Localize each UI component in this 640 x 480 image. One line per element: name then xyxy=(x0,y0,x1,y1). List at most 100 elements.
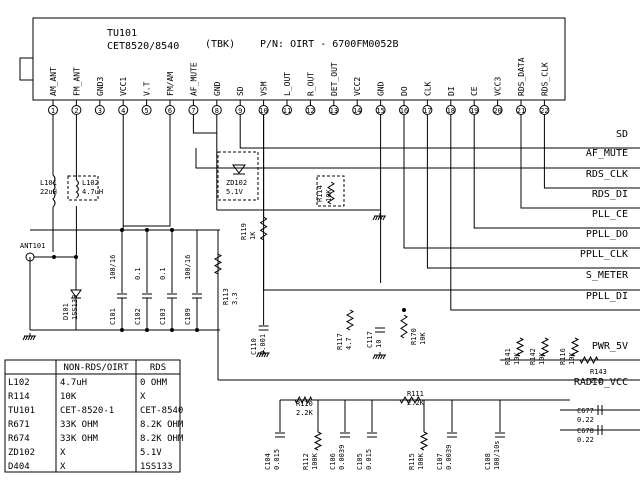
label-r170: 10K xyxy=(419,332,427,345)
pin-6-name: FM/AM xyxy=(166,72,175,96)
inductor-l101 xyxy=(52,174,56,208)
pin-14-number: 14 xyxy=(353,107,361,115)
signal-ppll-clk: PPLL_CLK xyxy=(580,249,628,260)
label-c104: 0.015 xyxy=(273,449,281,470)
junction-dot xyxy=(52,255,56,259)
l102-dashed-box xyxy=(67,175,99,201)
table-cell-rds: CET-8540 xyxy=(140,406,183,416)
ground-symbol xyxy=(263,352,267,358)
label-r117: 4.7 xyxy=(345,337,353,350)
table-cell-rds: 8.2K OHM xyxy=(140,420,184,430)
wire xyxy=(543,115,640,189)
pin-17-number: 17 xyxy=(423,107,431,115)
ground-symbol xyxy=(382,354,386,360)
label-c104: C104 xyxy=(264,453,272,470)
label-zd102: ZD102 xyxy=(226,179,247,187)
junction-dot xyxy=(170,328,174,332)
pin-15-number: 15 xyxy=(376,107,384,115)
label-c677: C677 xyxy=(577,407,594,415)
ground-symbol xyxy=(377,215,381,221)
pin-3-circle xyxy=(94,105,105,115)
table-cell-non-rds: 33K OHM xyxy=(60,420,99,430)
ground-symbol xyxy=(30,335,33,341)
resistor xyxy=(399,395,421,405)
ground-symbol xyxy=(261,352,265,358)
pin-8-circle xyxy=(211,105,222,115)
pin-17-circle xyxy=(422,105,433,115)
signal-ppll-di: PPLL_DI xyxy=(586,291,628,302)
label-l102: 4.7uH xyxy=(82,188,103,196)
pin-11-name: L_OUT xyxy=(283,72,292,96)
signal-rds-di: RDS_DI xyxy=(592,189,628,200)
wire xyxy=(192,115,217,134)
label-c108: 100/10s xyxy=(493,440,501,470)
label-l101: 22uH xyxy=(40,188,57,196)
pin-12-number: 12 xyxy=(306,107,314,115)
wire xyxy=(450,115,640,311)
table-cell-non-rds: X xyxy=(60,448,66,458)
signal-pll-ce: PLL_CE xyxy=(592,209,628,220)
label-c103: 0.1 xyxy=(159,267,167,280)
ground-symbol xyxy=(372,354,376,360)
pin-7-name: AF_MUTE xyxy=(189,62,198,96)
label-r115: R115 xyxy=(408,453,416,470)
ground-symbol xyxy=(266,352,270,358)
pin-5-name: V.T xyxy=(143,81,152,96)
pin-20-name: VCC3 xyxy=(494,77,503,96)
pin-15-circle xyxy=(375,105,386,115)
label-c106: 0.0039 xyxy=(338,445,346,470)
table-cell-part: D404 xyxy=(8,462,30,472)
pin-22-number: 22 xyxy=(540,107,548,115)
antenna-ant101-symbol xyxy=(25,252,35,262)
label-d101: D101 xyxy=(62,303,70,320)
ground-symbol xyxy=(380,215,383,221)
signal-radio-vcc: RADIO_VCC xyxy=(574,377,628,388)
pin-3-number: 3 xyxy=(98,107,102,115)
signal-sd: SD xyxy=(616,129,628,140)
pin-18-name: DI xyxy=(447,86,456,96)
r114-dashed-box xyxy=(316,175,345,207)
label-r110: R110 xyxy=(296,400,313,408)
table-header-rds: RDS xyxy=(150,363,166,373)
label-c105: C105 xyxy=(356,453,364,470)
pin-22-circle xyxy=(539,105,550,115)
resistor xyxy=(213,253,223,275)
ground-symbol xyxy=(380,354,383,360)
table-cell-non-rds: 4.7uH xyxy=(60,378,87,388)
table-cell-part: R674 xyxy=(8,434,30,444)
table-header-non-rds: NON-RDS/OIRT xyxy=(63,363,129,373)
pin-12-circle xyxy=(305,105,316,115)
pin-2-number: 2 xyxy=(74,107,78,115)
label-c117: C117 xyxy=(366,331,374,348)
label-ant101: ANT101 xyxy=(20,242,45,250)
ground-symbol xyxy=(32,335,36,341)
pin-13-name: DET_OUT xyxy=(330,62,339,96)
table-cell-part: L102 xyxy=(8,378,30,388)
ground-symbol xyxy=(27,335,31,341)
label-r119: 1K xyxy=(249,231,257,240)
junction-dot xyxy=(145,328,149,332)
label-c101: 100/16 xyxy=(109,255,117,280)
resistor xyxy=(540,337,550,357)
junction-dot xyxy=(120,328,124,332)
pin-20-circle xyxy=(492,105,503,115)
ground-symbol xyxy=(372,215,376,221)
label-r117: R117 xyxy=(336,333,344,350)
pin-9-circle xyxy=(235,105,246,115)
pin-1-number: 1 xyxy=(51,107,55,115)
label-c102: 0.1 xyxy=(134,267,142,280)
module-ref: TU101 xyxy=(107,28,137,39)
table-cell-part: R114 xyxy=(8,392,30,402)
pin-20-number: 20 xyxy=(493,107,501,115)
table-cell-part: R671 xyxy=(8,420,30,430)
label-r142: 10K xyxy=(538,352,546,365)
pin-16-number: 16 xyxy=(400,107,408,115)
pin-8-name: GND xyxy=(213,81,222,96)
ground-symbol xyxy=(22,335,26,341)
label-d101: 1SS133 xyxy=(71,295,79,320)
label-r111: 2.2K xyxy=(407,399,425,407)
pin-11-number: 11 xyxy=(283,107,291,115)
label-l102: L102 xyxy=(82,179,99,187)
label-r114: 10K xyxy=(325,189,333,202)
